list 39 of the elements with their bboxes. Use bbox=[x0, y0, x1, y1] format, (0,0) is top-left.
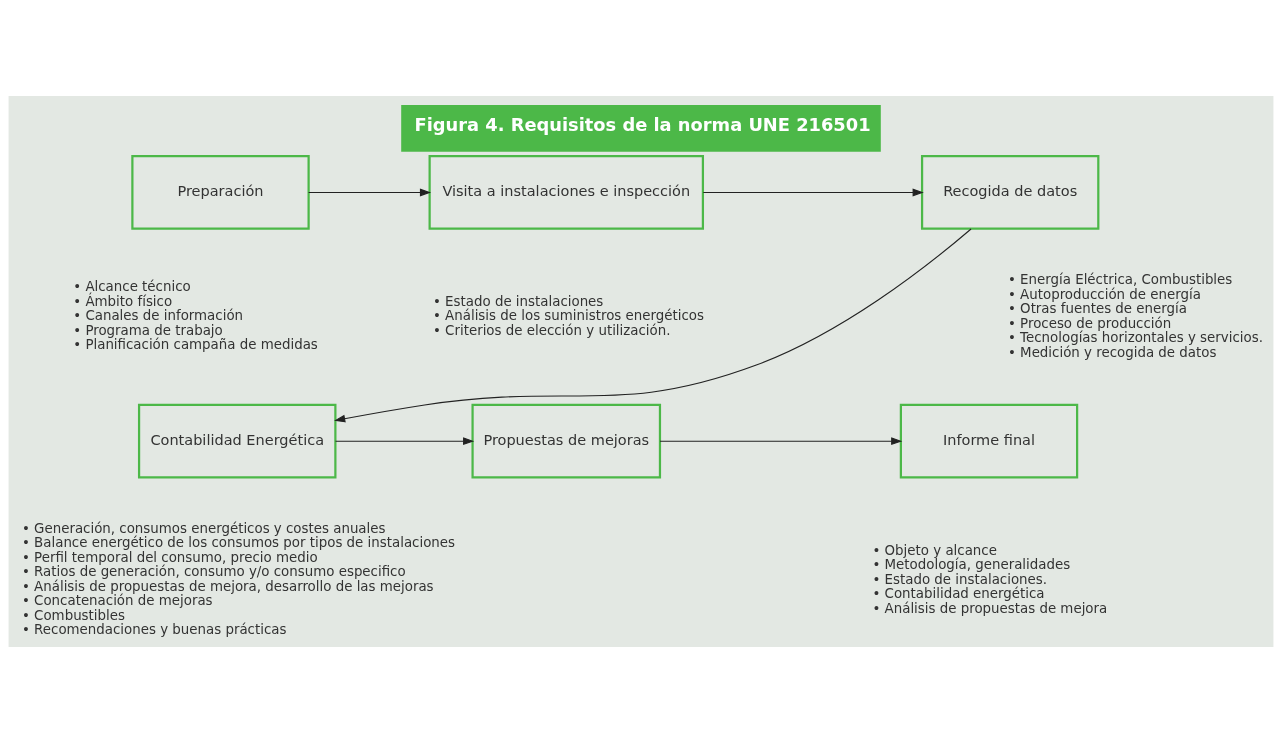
node-label: • Alcance técnico bbox=[73, 279, 191, 295]
node-box: Informe final bbox=[899, 403, 1079, 479]
node-box: Preparación bbox=[131, 155, 310, 230]
node-label: • Criterios de elección y utilización. bbox=[432, 322, 671, 338]
node-label: • Análisis de los suministros energéticos bbox=[432, 308, 704, 324]
arrow bbox=[334, 228, 972, 423]
diagram-title: Figura 4. Requisitos de la norma UNE 216501 bbox=[414, 114, 871, 136]
arrow bbox=[308, 188, 432, 197]
node-label: • Autoproducción de energía bbox=[1007, 286, 1201, 302]
node-box: Recogida de datos bbox=[920, 155, 1100, 230]
node-label: • Balance energético de los consumos por tipos de instalaciones bbox=[21, 535, 456, 551]
node-label: • Estado de instalaciones. bbox=[872, 571, 1048, 587]
node-box: Propuestas de mejoras bbox=[471, 403, 662, 479]
node-label: • Proceso de producción bbox=[1007, 315, 1172, 331]
node-label: • Análisis de propuestas de mejora bbox=[872, 600, 1108, 616]
node-label: • Estado de instalaciones bbox=[432, 293, 604, 309]
node-label: • Energía Eléctrica, Combustibles bbox=[1007, 272, 1233, 288]
node-label: • Recomendaciones y buenas prácticas bbox=[21, 622, 287, 638]
node-label: • Contabilidad energética bbox=[872, 586, 1045, 602]
node-label: • Generación, consumos energéticos y costes anuales bbox=[21, 520, 386, 536]
node-label: • Ámbito físico bbox=[73, 293, 173, 309]
node-label: • Combustibles bbox=[21, 607, 125, 623]
node-label: • Programa de trabajo bbox=[73, 322, 223, 338]
arrow bbox=[702, 188, 924, 197]
node-label: • Análisis de propuestas de mejora, desarrollo de las mejoras bbox=[21, 578, 434, 594]
node-label: • Planificación campaña de medidas bbox=[73, 337, 318, 353]
node-label: • Concatenación de mejoras bbox=[21, 593, 213, 609]
node-label: • Perfil temporal del consumo, precio medio bbox=[21, 549, 318, 565]
node-label: • Medición y recogida de datos bbox=[1007, 344, 1217, 360]
node-label: • Objeto y alcance bbox=[872, 542, 997, 558]
node-box: Visita a instalaciones e inspección bbox=[428, 155, 704, 230]
node-label: • Metodología, generalidades bbox=[872, 557, 1071, 573]
node-box: Contabilidad Energética bbox=[137, 403, 337, 479]
node-label: • Tecnologías horizontales y servicios. bbox=[1007, 330, 1263, 346]
arrow bbox=[659, 437, 903, 446]
node-label: • Ratios de generación, consumo y/o consumo especifico bbox=[21, 564, 406, 580]
arrow bbox=[335, 437, 475, 446]
node-label: • Otras fuentes de energía bbox=[1007, 301, 1187, 317]
node-label: • Canales de información bbox=[73, 308, 244, 324]
